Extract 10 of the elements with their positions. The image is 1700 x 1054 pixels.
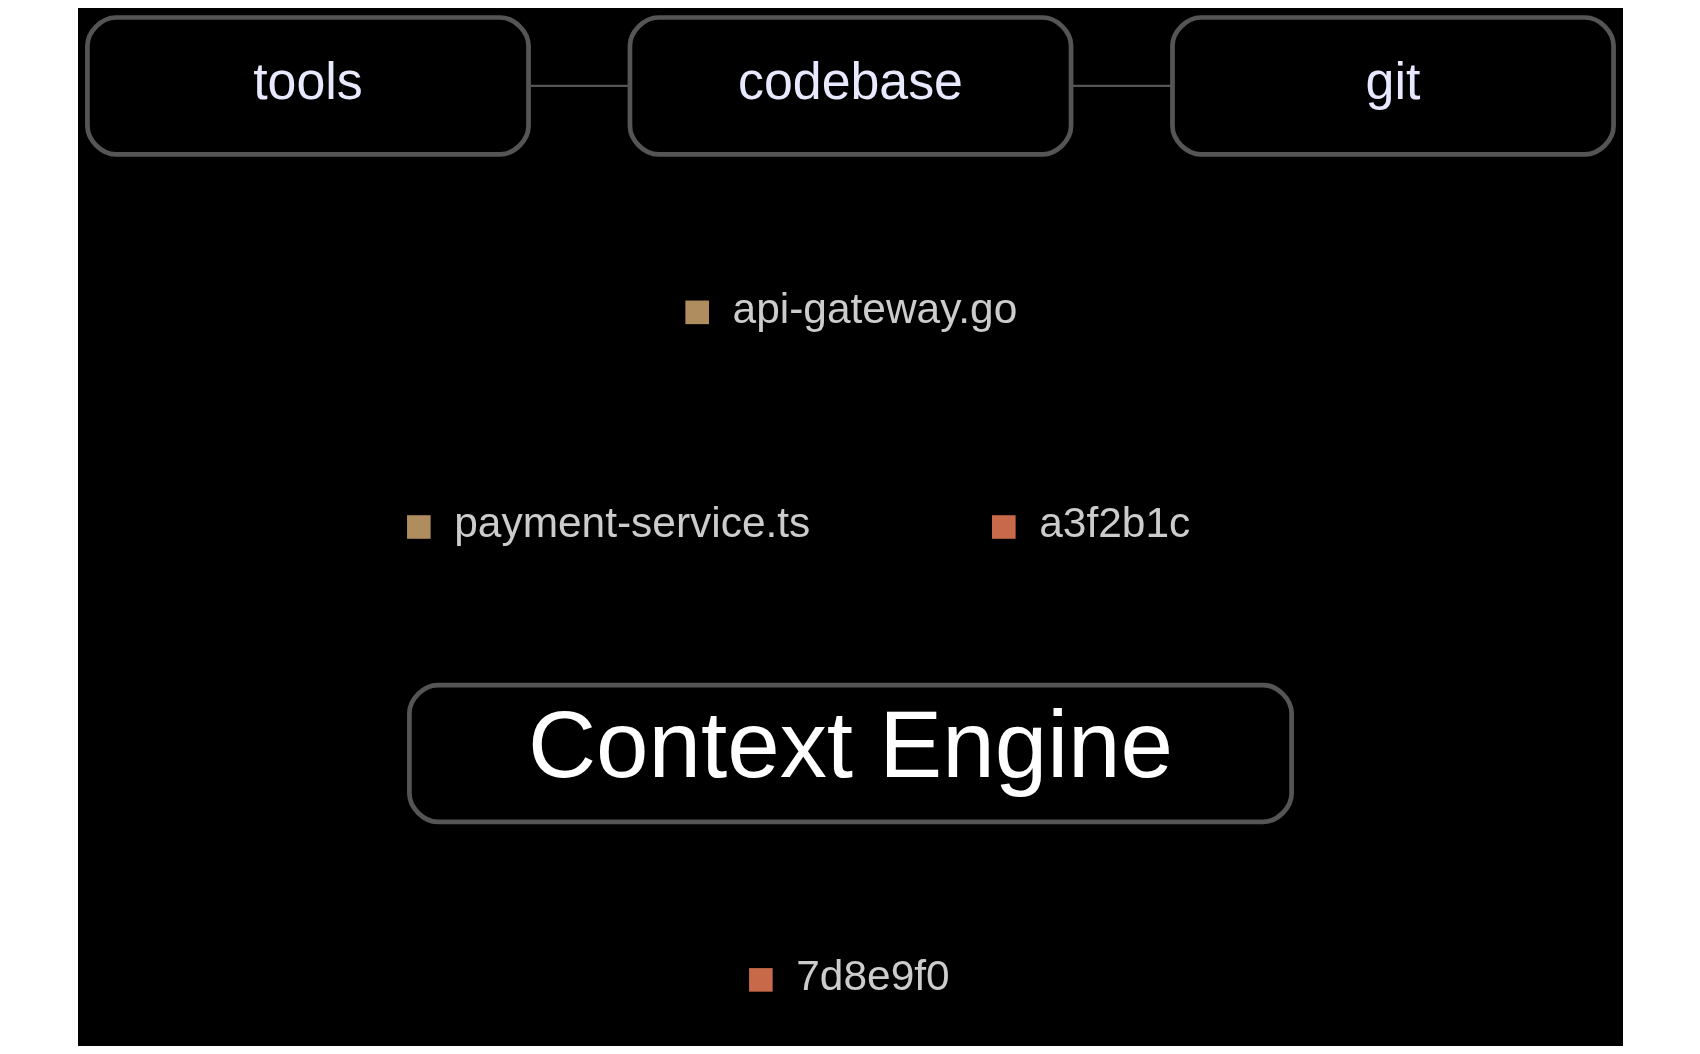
node-box: Context Engine (406, 682, 1294, 825)
label: api-gateway.go (732, 284, 1017, 332)
node-box: git (1169, 15, 1616, 157)
node-box: codebase (627, 15, 1073, 157)
connector (528, 84, 630, 88)
label: 7d8e9f0 (795, 952, 950, 1000)
label: payment-service.ts (453, 499, 810, 547)
label: a3f2b1c (1038, 499, 1190, 547)
connector (1071, 84, 1172, 88)
node-box: tools (84, 15, 531, 157)
